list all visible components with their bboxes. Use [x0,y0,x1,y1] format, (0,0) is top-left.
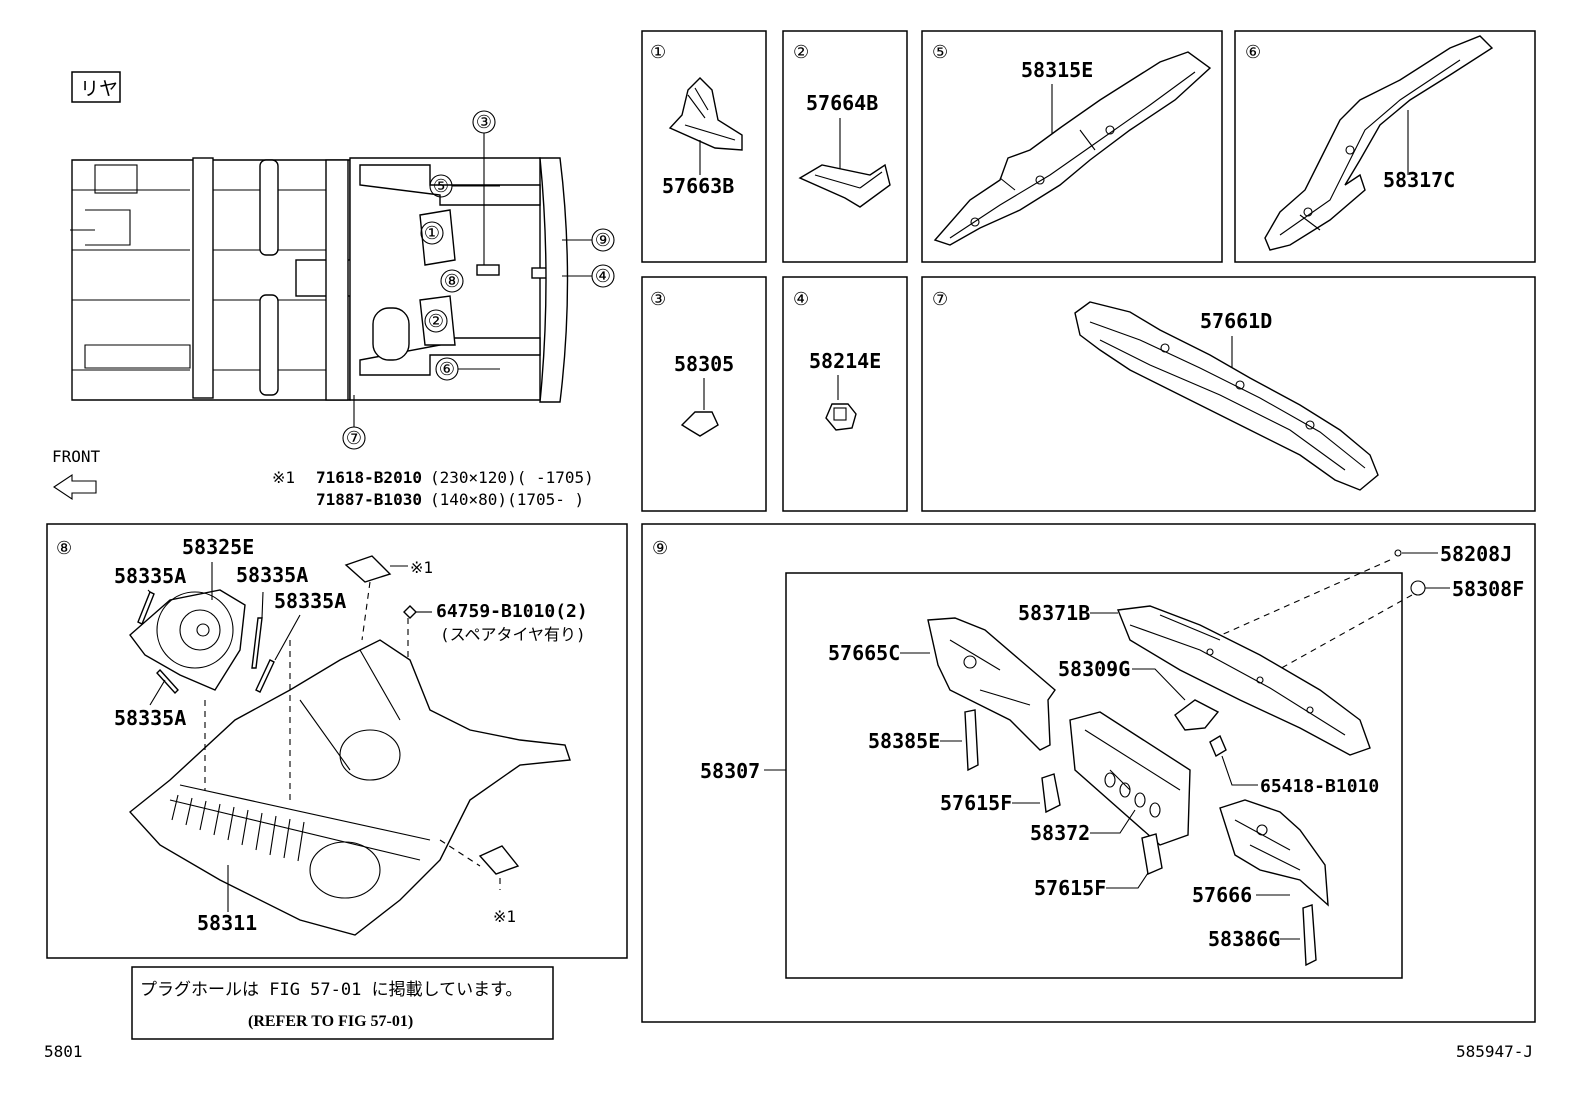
panel-9-part-58372: 58372 [1030,821,1090,845]
panel-9-part-58386G: 58386G [1208,927,1280,951]
panel-9-num: ⑨ [652,538,668,559]
note-line2-part: 71887-B1030 [316,490,422,509]
refer-note: プラグホールは FIG 57-01 に掲載しています。 (REFER TO FI… [131,966,554,1040]
panel-8-num: ⑧ [56,538,72,559]
callout-6: ⑥ [439,359,455,380]
panel-2: ② 57664B [782,30,908,263]
floor-ribs [171,794,305,862]
note-line1-part: 71618-B2010 [316,468,422,487]
panel-8-part-58325E: 58325E [182,535,254,559]
panel-8-clip-note: (スペアタイヤ有り) [440,625,586,644]
panel-8-part-58311: 58311 [197,911,257,935]
grommet-icon [1410,580,1426,596]
bolt-icon [1209,734,1227,758]
panel-8-clip: 64759-B1010(2) [436,601,588,622]
panel-8-mark-2: ※1 [493,907,516,926]
panel-5-part: 58315E [1021,58,1093,82]
panel-9-part-58308F: 58308F [1452,577,1524,601]
panel-8-part-58335A-4: 58335A [114,706,186,730]
panel-8-mark-1: ※1 [410,558,433,577]
refer-line1: プラグホールは FIG 57-01 に掲載しています。 [140,980,522,1000]
panel-4: ④ 58214E [782,276,908,512]
overview-section: リヤ ③ [52,71,615,509]
panel-9: ⑨ 58307 58208J 58308F 58371B 57665C 5830… [641,523,1536,1023]
panel-5-num: ⑤ [932,42,948,63]
callout-5: ⑤ [433,176,449,197]
front-label: FRONT [52,447,101,466]
direction-box [71,71,121,103]
panel-9-part-57665C: 57665C [828,641,900,665]
callout-1: ① [424,223,440,244]
panel-7: ⑦ 57661D [921,276,1536,512]
panel-2-num: ② [793,42,809,63]
panel-8-part-58335A-2: 58335A [236,563,308,587]
clip-icon [403,605,417,619]
callout-3: ③ [476,112,492,133]
panel-6-part: 58317C [1383,168,1455,192]
bolt-icon [255,659,275,693]
refer-line2: (REFER TO FIG 57-01) [248,1013,413,1030]
panel-8-part-58335A-1: 58335A [114,564,186,588]
panel-8: ⑧ 58335A 58325E 58335A 58335A 58335A ※1 … [46,523,628,959]
note-line2-spec: (140×80)(1705- ) [430,490,584,509]
panel-9-part-57615F-1: 57615F [940,791,1012,815]
panel-6: ⑥ 58317C [1234,30,1536,263]
panel-3-part: 58305 [674,352,734,376]
panel-9-part-57615F-2: 57615F [1034,876,1106,900]
assembly-box [785,572,1403,979]
bolt-icon [156,668,179,695]
panel-1: ① 57663B [641,30,767,263]
panel-9-part-57666: 57666 [1192,883,1252,907]
panel-4-num: ④ [793,289,809,310]
panel-9-part-58309G: 58309G [1058,657,1130,681]
panel-6-num: ⑥ [1245,42,1261,63]
panel-1-part: 57663B [662,174,734,198]
panel-9-part-65418-B1010: 65418-B1010 [1260,776,1379,797]
panel-1-num: ① [650,42,666,63]
pin-icon [1394,549,1402,557]
panel-9-part-58307: 58307 [700,759,760,783]
panel-7-part: 57661D [1200,309,1272,333]
panel-4-part: 58214E [809,349,881,373]
note-line1-spec: (230×120)( -1705) [430,468,594,487]
direction-label: リヤ [80,78,118,100]
panel-9-part-58385E: 58385E [868,729,940,753]
bolt-icon [251,617,263,669]
note-mark: ※1 [272,468,295,487]
panel-8-part-58335A-3: 58335A [274,589,346,613]
front-arrow-icon [53,473,97,501]
callout-7: ⑦ [346,428,362,449]
callout-8: ⑧ [444,271,460,292]
panel-3: ③ 58305 [641,276,767,512]
floor-plan [70,157,569,403]
footer-left-code: 5801 [44,1042,83,1061]
panel-9-part-58371B: 58371B [1018,601,1090,625]
panel-2-part: 57664B [806,91,878,115]
panel-7-num: ⑦ [932,289,948,310]
callout-9: ⑨ [595,230,611,251]
bolt-icon [137,591,155,625]
callout-4: ④ [595,266,611,287]
panel-9-part-58208J: 58208J [1440,542,1512,566]
footer-right-code: 585947-J [1456,1042,1533,1061]
panel-5: ⑤ 58315E [921,30,1223,263]
callout-2: ② [428,311,444,332]
overview-callouts: ③ ⑤ ① ⑧ ② ⑥ ⑨ ④ ⑦ [342,110,615,450]
panel-3-num: ③ [650,289,666,310]
